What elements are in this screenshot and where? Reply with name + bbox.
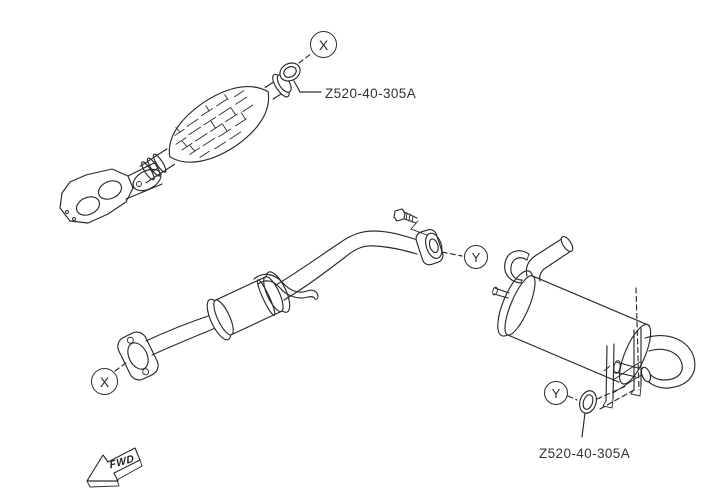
callout-x-middle-label: X — [99, 373, 110, 390]
flange-bolt — [393, 208, 428, 236]
part-number-top[interactable]: Z520-40-305A — [325, 86, 417, 101]
part-number-bottom[interactable]: Z520-40-305A — [539, 446, 631, 461]
callout-y-middle[interactable]: Y — [464, 245, 488, 269]
gasket-ring-rear — [567, 385, 635, 438]
leader-dashed-y-middle — [441, 251, 463, 257]
callout-y-middle-label: Y — [471, 249, 481, 265]
rear-muffler — [492, 235, 696, 409]
callout-x-top[interactable]: X — [310, 31, 337, 58]
middle-pipe-resonator — [114, 228, 463, 381]
leader-dashed-gasket-b — [599, 389, 635, 410]
centerline-dashed — [635, 287, 640, 391]
leader-dashed-y-rear — [567, 395, 578, 401]
fwd-arrow — [86, 447, 143, 488]
leader-to-top-label — [293, 80, 322, 93]
leader-dashed-gasket-a — [596, 385, 627, 400]
callout-x-top-label: X — [318, 36, 329, 53]
leader-dashed-x-middle — [114, 361, 128, 372]
callout-x-middle[interactable]: X — [91, 368, 118, 395]
callout-y-rear-label: Y — [551, 385, 561, 401]
callout-y-rear[interactable]: Y — [544, 381, 568, 405]
gasket-ring-top — [279, 52, 322, 93]
front-pipe-catalytic-converter — [59, 73, 292, 224]
leader-to-bottom-label — [581, 412, 586, 438]
leader-dashed-x-top — [298, 52, 313, 64]
